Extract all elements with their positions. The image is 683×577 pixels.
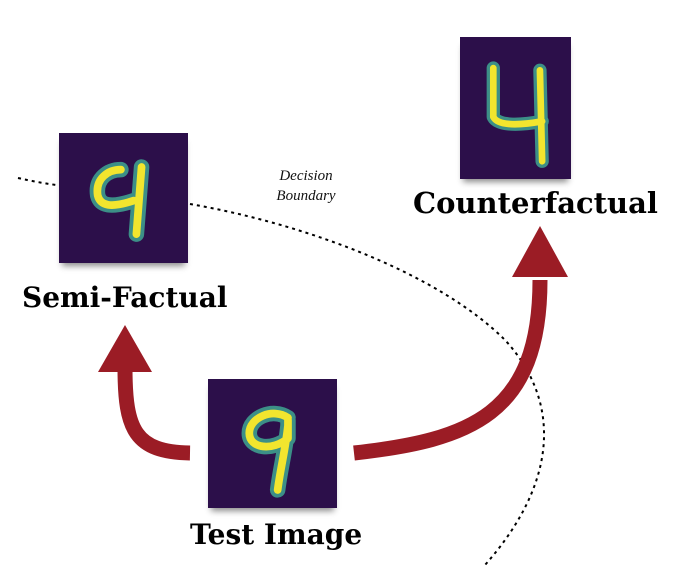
decision-boundary-label: Decision Boundary [262, 166, 350, 206]
digit-four-closed-glyph [89, 159, 150, 242]
counterfactual-image [460, 37, 571, 179]
decision-boundary-label-line1: Decision [279, 168, 333, 184]
arrow-head-counterfactual [512, 226, 568, 277]
digit-nine-glyph [241, 405, 296, 498]
decision-boundary-label-line2: Boundary [276, 188, 336, 204]
arrow-head-semi-factual [98, 325, 152, 372]
digit-four-glyph [486, 61, 549, 168]
counterfactual-label: Counterfactual [413, 186, 658, 220]
test-image-label: Test Image [190, 518, 363, 551]
semi-factual-image [59, 133, 188, 263]
decision-boundary-line [17, 177, 546, 566]
arrow-to-semi-factual [117, 367, 191, 461]
test-image [208, 379, 337, 508]
arrow-to-counterfactual [353, 279, 548, 461]
semi-factual-label: Semi-Factual [22, 281, 228, 314]
